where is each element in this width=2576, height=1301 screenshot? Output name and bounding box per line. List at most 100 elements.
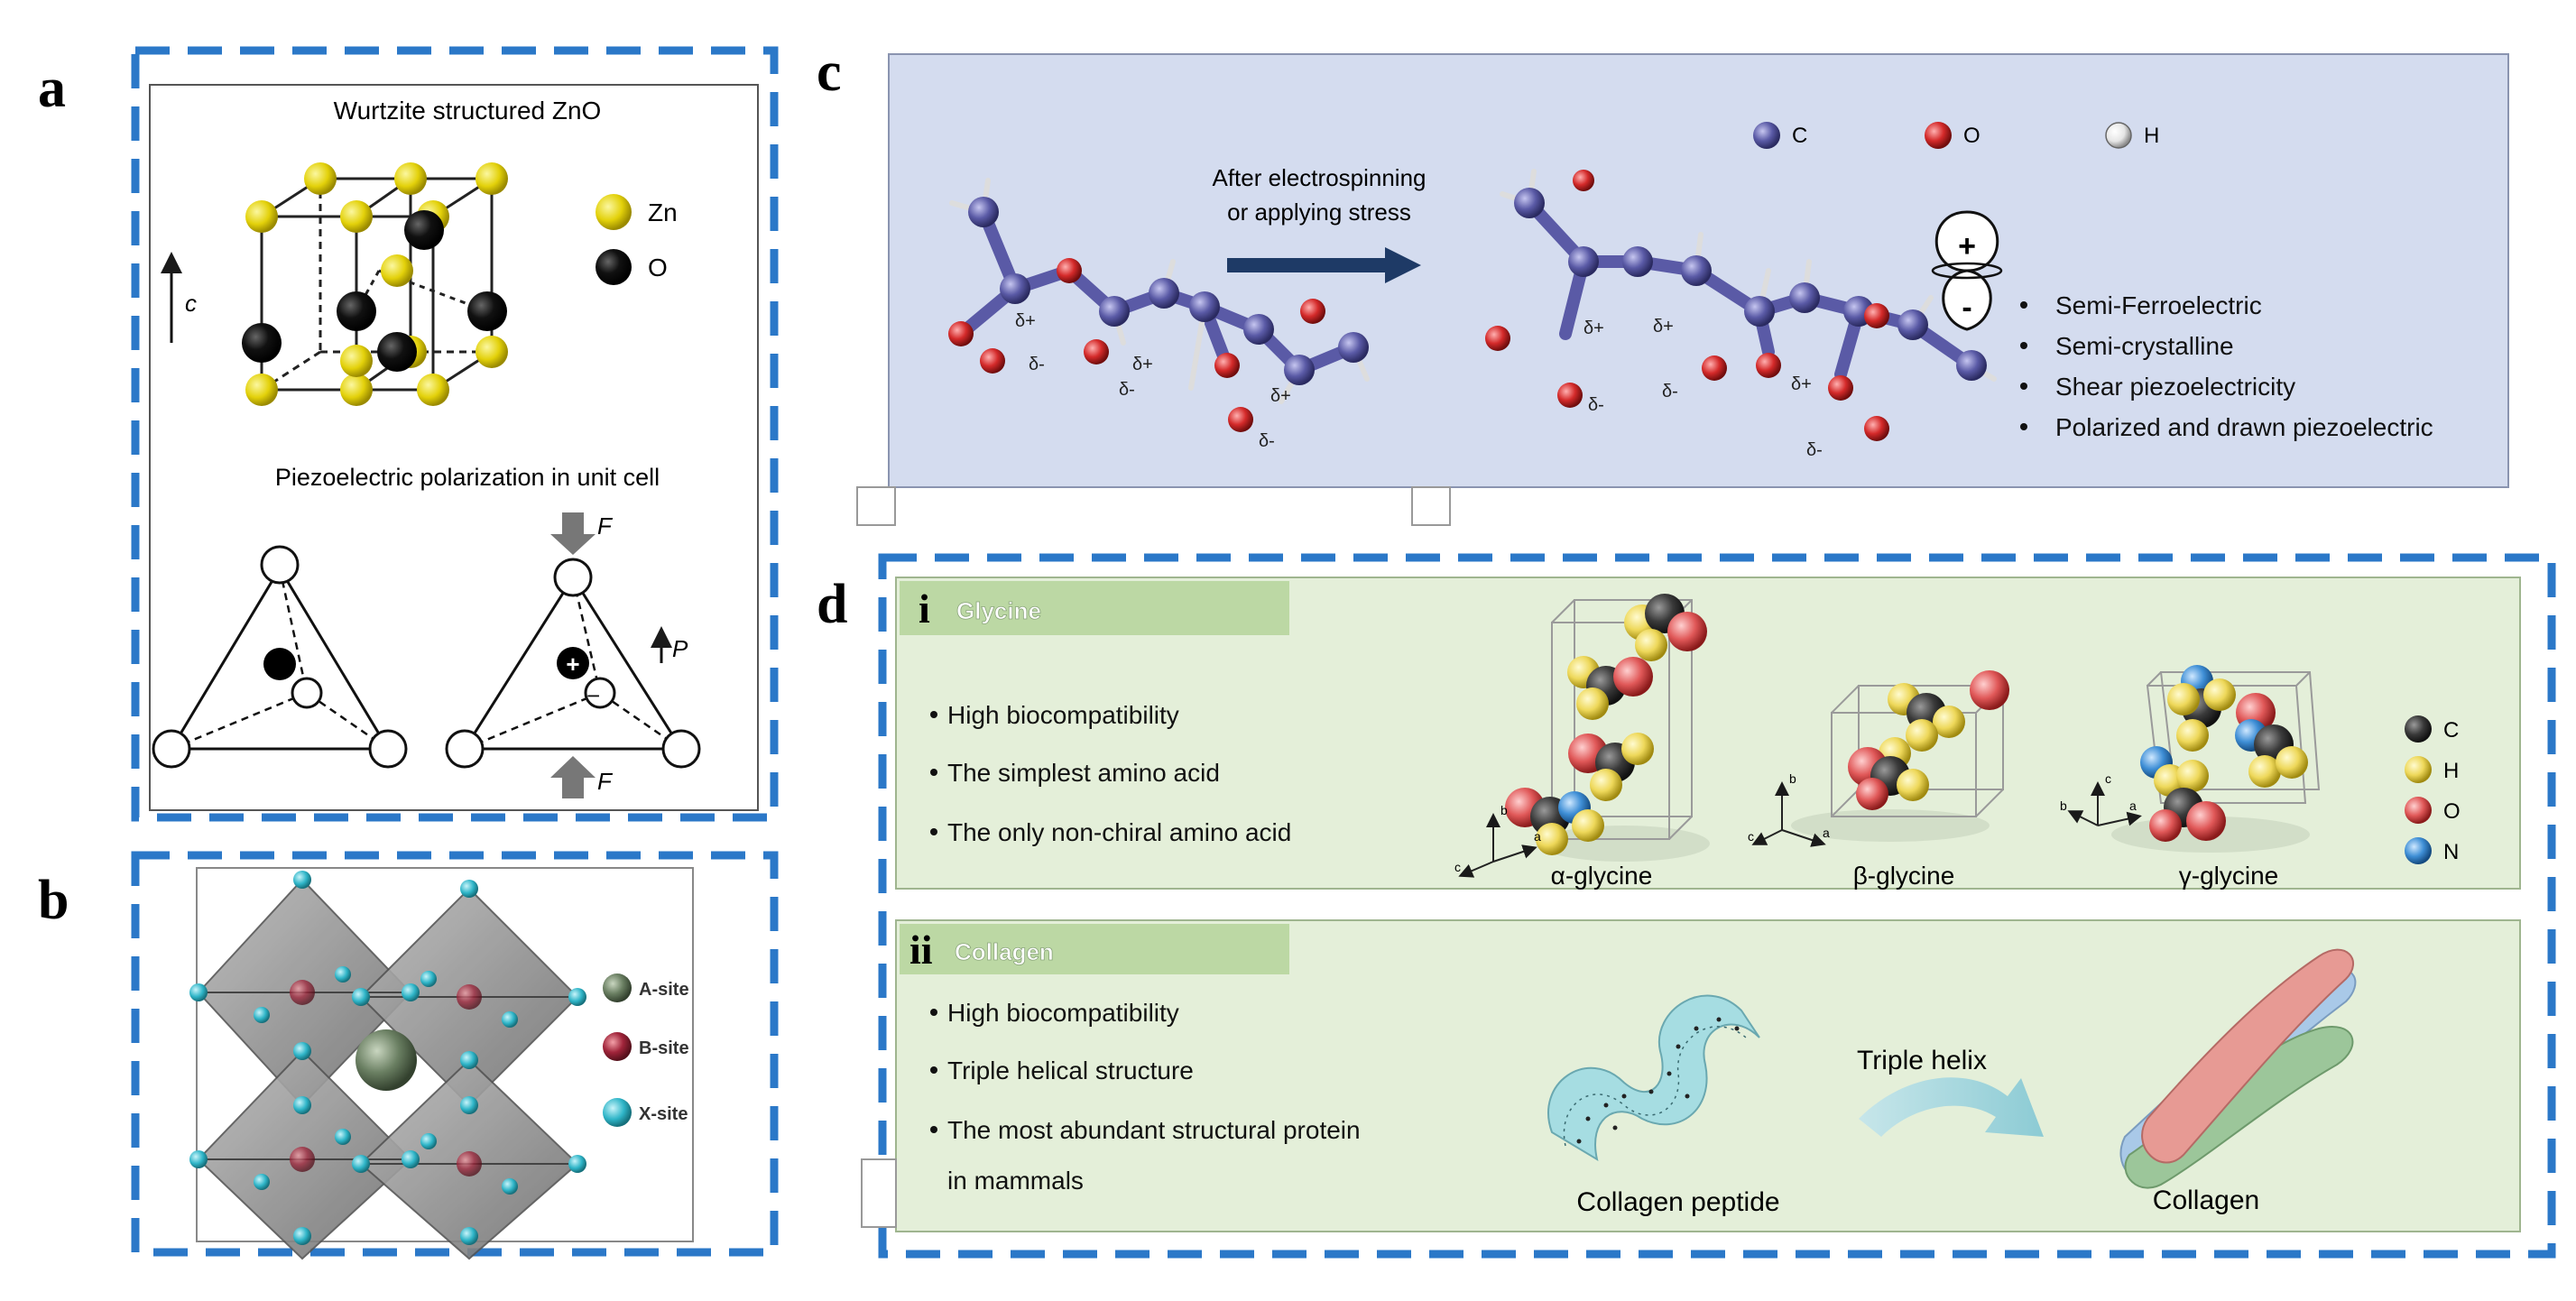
triple-helix-arrow: Triple helix xyxy=(1857,1046,2044,1137)
panel-c: c C O H After electrospinning or applyin… xyxy=(817,42,2509,526)
svg-text:δ-: δ- xyxy=(1588,395,1604,415)
x-site-atoms xyxy=(189,871,586,1245)
process-text-line1: After electrospinning xyxy=(1212,164,1426,191)
panel-d-dashed-frame xyxy=(878,553,2556,1259)
panel-a-dashed-frame xyxy=(131,46,779,822)
panel-c-bullets: Semi-Ferroelectric Semi-crystalline Shea… xyxy=(2020,291,2433,441)
glycine-legend: C H O N xyxy=(2405,715,2461,864)
pvdf-molecule-after xyxy=(1485,169,1997,441)
o-legend-swatch-c xyxy=(1925,122,1952,149)
o-atoms xyxy=(242,210,507,372)
dipole-icon: + - xyxy=(1931,210,2003,331)
o-legend-label-c: O xyxy=(1963,124,1980,148)
beta-glycine-structure: b a c β-glycine xyxy=(1748,670,2009,890)
glycine-bullet-1: High biocompatibility xyxy=(947,701,1179,729)
collagen-number: ii xyxy=(909,927,933,973)
panel-b: b xyxy=(38,851,779,1260)
svg-text:δ-: δ- xyxy=(1662,382,1678,401)
panel-letter-a: a xyxy=(38,58,66,119)
gamma-glycine-structure: c a b γ-glycine xyxy=(2060,665,2321,890)
svg-text:δ+: δ+ xyxy=(1132,355,1153,374)
collagen-label: Collagen xyxy=(2153,1186,2259,1215)
svg-text:C: C xyxy=(2443,718,2459,743)
panel-letter-c: c xyxy=(817,42,842,103)
tetrahedron-unstressed xyxy=(152,545,408,769)
a-site-atom xyxy=(355,1029,417,1091)
svg-text:δ-: δ- xyxy=(1119,380,1135,400)
a-site-legend-swatch xyxy=(603,973,632,1002)
force-arrow-bottom xyxy=(550,756,596,798)
collagen-title: Collagen xyxy=(955,938,1054,965)
svg-text:δ-: δ- xyxy=(1806,440,1823,460)
svg-text:δ+: δ+ xyxy=(1583,318,1604,338)
collagen-bullet-3-cont: in mammals xyxy=(947,1167,1084,1195)
o-legend-swatch xyxy=(596,249,632,285)
dipole-minus: - xyxy=(1962,291,1971,325)
svg-text:δ+: δ+ xyxy=(1791,374,1812,394)
svg-text:c: c xyxy=(2105,771,2111,786)
c-bullet-4: Polarized and drawn piezoelectric xyxy=(2055,413,2433,441)
collagen-bullet-1: High biocompatibility xyxy=(947,999,1179,1027)
svg-text:+: + xyxy=(566,650,579,678)
o-legend-label: O xyxy=(648,254,668,281)
collagen-header xyxy=(900,924,1289,974)
panel-c-tab-left xyxy=(856,486,896,526)
alpha-glycine-label: α-glycine xyxy=(1551,862,1653,890)
alpha-glycine-structure: b a c α-glycine xyxy=(1454,594,1710,890)
collagen-triple-helix: Collagen xyxy=(2119,948,2357,1215)
panel-b-dashed-frame xyxy=(131,851,779,1257)
panel-a-subtitle: Piezoelectric polarization in unit cell xyxy=(275,464,660,491)
svg-text:b: b xyxy=(2060,798,2067,813)
svg-text:δ+: δ+ xyxy=(1653,317,1674,337)
collagen-peptide-label: Collagen peptide xyxy=(1576,1187,1779,1217)
dipole-plus: + xyxy=(1958,229,1976,263)
process-text-line2: or applying stress xyxy=(1227,198,1411,226)
svg-text:−: − xyxy=(586,682,600,709)
force-label-top: F xyxy=(597,512,614,540)
c-bullet-3: Shear piezoelectricity xyxy=(2055,373,2295,401)
gamma-glycine-label: γ-glycine xyxy=(2179,862,2278,890)
panel-d: d i Glycine High biocompatibility The si… xyxy=(817,553,2556,1259)
svg-text:a: a xyxy=(1534,829,1541,844)
beta-glycine-label: β-glycine xyxy=(1853,862,1955,890)
b-site-atoms xyxy=(290,980,482,1176)
h-legend-label: H xyxy=(2144,124,2159,148)
svg-text:c: c xyxy=(1454,860,1461,874)
glycine-title: Glycine xyxy=(956,597,1041,624)
svg-text:H: H xyxy=(2443,759,2459,783)
pvdf-molecule-before xyxy=(948,178,1370,432)
c-legend-label: C xyxy=(1792,124,1807,148)
panel-c-tab-right xyxy=(1411,486,1451,526)
c-axis-label: c xyxy=(185,290,197,317)
charge-labels-after: δ+ δ- δ+ δ- δ+ δ- xyxy=(1583,317,1823,460)
tetrahedron-stressed: + − xyxy=(445,558,701,769)
svg-text:b: b xyxy=(1789,771,1796,786)
svg-text:δ-: δ- xyxy=(1029,355,1045,374)
svg-text:a: a xyxy=(2129,798,2137,813)
process-arrow xyxy=(1227,247,1421,283)
glycine-bullets: High biocompatibility The simplest amino… xyxy=(930,701,1291,846)
glycine-number: i xyxy=(919,586,930,632)
force-arrow-top xyxy=(550,512,596,555)
x-site-legend-label: X-site xyxy=(639,1104,688,1124)
svg-text:δ+: δ+ xyxy=(1270,386,1291,406)
c-bullet-1: Semi-Ferroelectric xyxy=(2055,291,2262,319)
svg-text:δ-: δ- xyxy=(1259,431,1275,451)
panel-a-inner-frame xyxy=(149,84,759,811)
h-legend-swatch xyxy=(2105,122,2132,149)
b-site-legend-label: B-site xyxy=(639,1038,689,1058)
panel-letter-b: b xyxy=(38,870,69,931)
charge-labels-before: δ+ δ- δ+ δ- δ+ δ- xyxy=(1015,311,1291,451)
svg-text:δ+: δ+ xyxy=(1015,311,1036,331)
a-site-legend-label: A-site xyxy=(639,980,689,1000)
c-bullet-2: Semi-crystalline xyxy=(2055,332,2234,360)
collagen-bullets: High biocompatibility Triple helical str… xyxy=(930,999,1361,1195)
triple-helix-label: Triple helix xyxy=(1857,1046,1987,1075)
svg-text:O: O xyxy=(2443,799,2461,824)
zn-legend-swatch xyxy=(596,194,632,230)
glycine-header xyxy=(900,581,1289,635)
collagen-bullet-2: Triple helical structure xyxy=(947,1056,1194,1084)
x-site-legend-swatch xyxy=(603,1098,632,1127)
b-site-legend-swatch xyxy=(603,1032,632,1061)
collagen-peptide-ribbon: Collagen peptide xyxy=(1547,994,1780,1217)
